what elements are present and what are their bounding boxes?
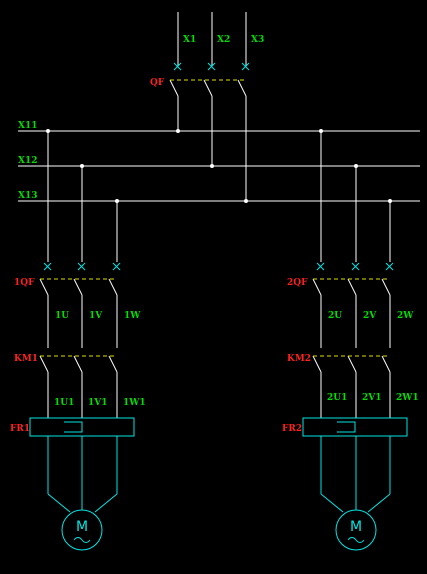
- busbar-label: X12: [18, 156, 38, 166]
- supply-terminal-label: X1: [183, 35, 196, 45]
- branch-2-motor: M: [320, 436, 391, 551]
- branch-1-motor: M: [47, 436, 118, 551]
- branch-1-terminal-label: 1V1: [88, 398, 108, 408]
- branch-1-terminal-label: 1W: [124, 311, 141, 321]
- supply-terminal-label: X3: [251, 35, 264, 45]
- branch-1-breaker-label: 1QF: [14, 278, 35, 288]
- branch-2-terminal-label: 2W1: [396, 393, 419, 403]
- branch-1-contactor-label: KM1: [14, 354, 38, 364]
- branch-2-overload-label: FR2: [282, 424, 302, 434]
- branch-1-terminal-label: 1U: [55, 311, 69, 321]
- branch-2-contactor-label: KM2: [287, 354, 311, 364]
- branch-1-overload-label: FR1: [10, 424, 30, 434]
- branch-2-motor-label: M: [350, 519, 362, 535]
- branch-1: 1QF 1U 1V 1W KM1 1U1 1V1 1W1 FR1: [10, 131, 146, 551]
- busbar-label: X13: [18, 191, 38, 201]
- branch-2-overload-relay: FR2: [282, 417, 408, 437]
- branch-1-terminal-label: 1W1: [123, 398, 146, 408]
- main-breaker-qf: QF: [150, 62, 250, 201]
- branch-1-contactor: KM1: [14, 354, 118, 373]
- branch-2-terminal-label: 2U1: [327, 393, 347, 403]
- branch-2-breaker-label: 2QF: [287, 278, 308, 288]
- supply-input: X1 X2 X3: [177, 12, 264, 66]
- branch-2-terminal-label: 2U: [328, 311, 342, 321]
- branch-2-terminal-label: 2V1: [362, 393, 382, 403]
- branch-1-overload-relay: FR1: [10, 417, 135, 437]
- branch-1-motor-label: M: [76, 519, 88, 535]
- branch-1-terminal-label: 1U1: [54, 398, 74, 408]
- branch-1-terminal-label: 1V: [89, 311, 103, 321]
- main-breaker-label: QF: [150, 78, 165, 88]
- branch-2: 2QF 2U 2V 2W KM2 2U1 2V1 2W1 FR2: [282, 131, 419, 551]
- branch-1-breaker: 1QF: [14, 262, 121, 296]
- branch-2-terminal-label: 2W: [397, 311, 414, 321]
- branch-2-breaker: 2QF: [287, 262, 394, 296]
- busbar-label: X11: [18, 121, 38, 131]
- branch-2-contactor: KM2: [287, 354, 391, 373]
- supply-terminal-label: X2: [217, 35, 230, 45]
- branch-2-terminal-label: 2V: [363, 311, 377, 321]
- busbars: X11 X12 X13: [18, 121, 420, 203]
